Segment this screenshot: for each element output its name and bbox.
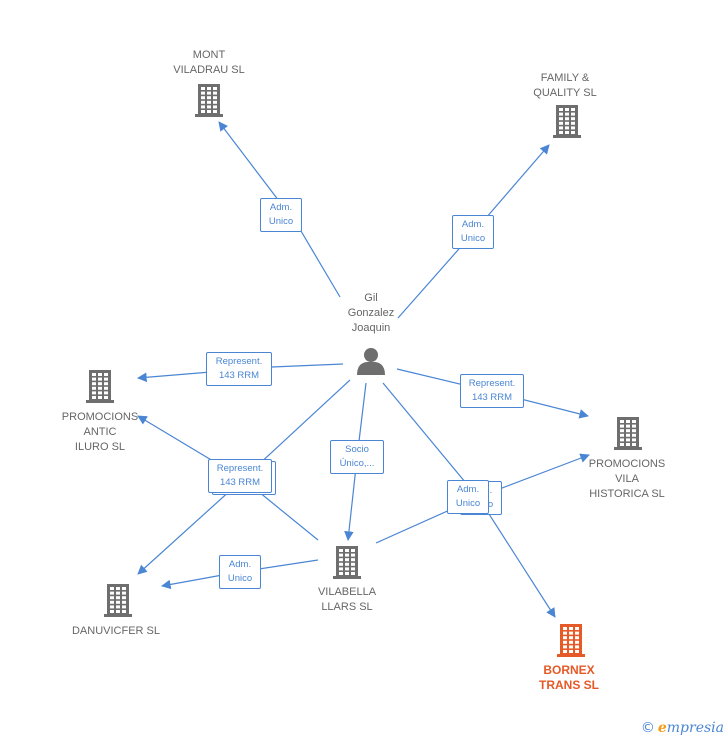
vilabella-building-icon[interactable] bbox=[333, 546, 361, 579]
edge-label-vilabella-danuvicfer[interactable]: Adm. Unico bbox=[219, 555, 261, 589]
edge-label-person-danuvicfer[interactable]: Represent. 143 RRM bbox=[208, 459, 272, 493]
edge-label-person-antic[interactable]: Represent. 143 RRM bbox=[206, 352, 272, 386]
person-label[interactable]: Gil Gonzalez Joaquin bbox=[347, 292, 395, 334]
danuvicfer-building-icon[interactable] bbox=[104, 584, 132, 617]
edge-label-person-vila[interactable]: Represent. 143 RRM bbox=[460, 374, 524, 408]
family-label[interactable]: FAMILY & QUALITY SL bbox=[533, 72, 597, 99]
family-building-icon[interactable] bbox=[553, 105, 581, 138]
mont-label[interactable]: MONT VILADRAU SL bbox=[173, 49, 245, 76]
vilabella-label[interactable]: VILABELLA LLARS SL bbox=[317, 586, 377, 613]
bornex-building-icon[interactable] bbox=[557, 624, 585, 657]
danuvicfer-label[interactable]: DANUVICFER SL bbox=[71, 625, 161, 637]
person-icon[interactable] bbox=[357, 348, 385, 375]
vila-building-icon[interactable] bbox=[614, 417, 642, 450]
empresia-logo[interactable]: ©empresia bbox=[640, 720, 724, 736]
vila-label[interactable]: PROMOCIONS VILA HISTORICA SL bbox=[588, 458, 666, 500]
mont-building-icon[interactable] bbox=[195, 84, 223, 117]
bornex-label[interactable]: BORNEX TRANS SL bbox=[539, 663, 599, 692]
edge-label-person-family[interactable]: Adm. Unico bbox=[452, 215, 494, 249]
antic-building-icon[interactable] bbox=[86, 370, 114, 403]
edge-label-person-mont[interactable]: Adm. Unico bbox=[260, 198, 302, 232]
edge-label-vilabella-vila[interactable]: Adm. Unico bbox=[447, 480, 489, 514]
edge-person-antic bbox=[137, 363, 344, 383]
copyright-icon: © bbox=[640, 720, 655, 736]
edge-label-person-vilabella[interactable]: Socio Único,... bbox=[330, 440, 384, 474]
antic-label[interactable]: PROMOCIONS ANTIC ILURO SL bbox=[61, 411, 139, 453]
nodes bbox=[86, 84, 642, 657]
